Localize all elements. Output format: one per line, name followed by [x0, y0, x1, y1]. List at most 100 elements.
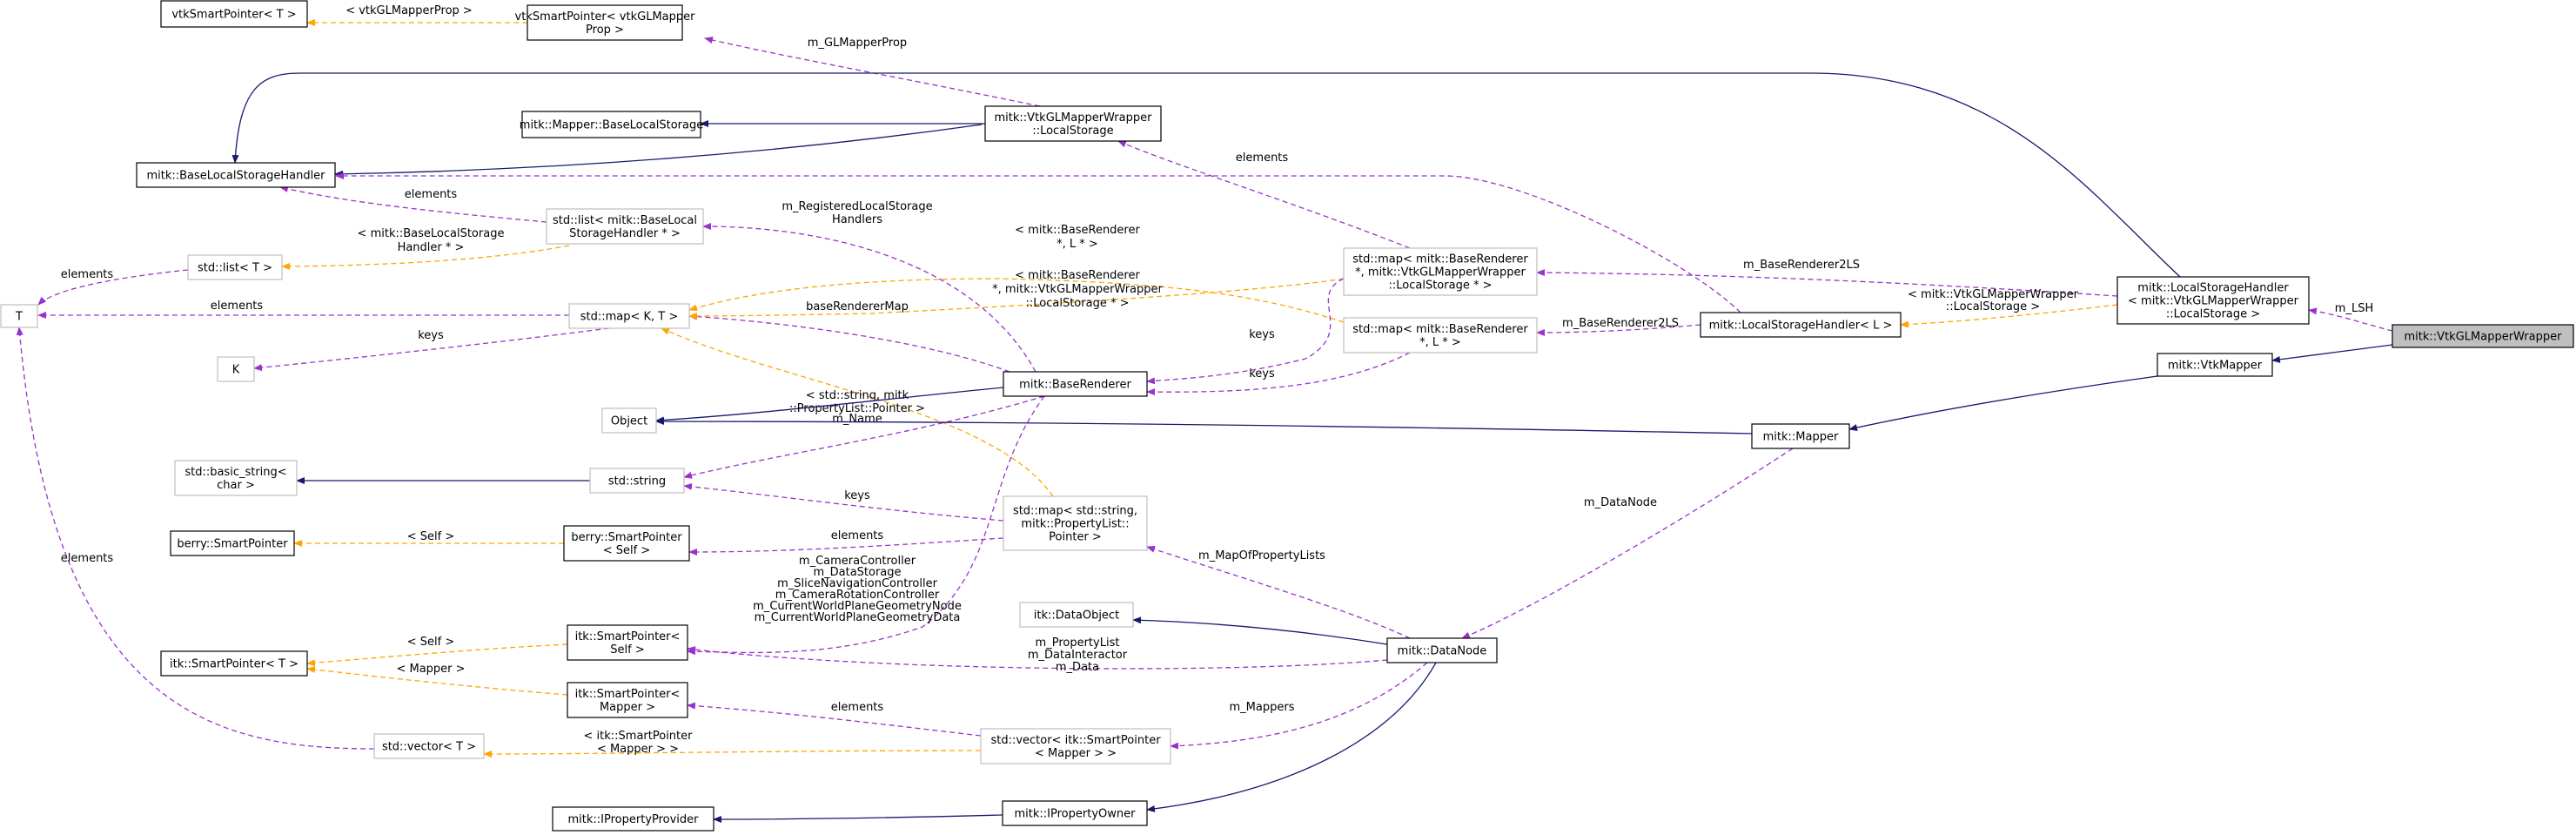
class-node-baserenderer[interactable]: mitk::BaseRenderer: [1003, 371, 1148, 397]
class-node-itkspmapper[interactable]: itk::SmartPointer<Mapper >: [567, 682, 688, 718]
class-node-mapstrprop[interactable]: std::map< std::string,mitk::PropertyList…: [1003, 495, 1148, 551]
class-node-mapperbls[interactable]: mitk::Mapper::BaseLocalStorage: [520, 111, 703, 138]
edge-label: m_CameraController: [799, 555, 916, 568]
edge-line: [1132, 616, 1388, 645]
edge-label: m_BaseRenderer2LS: [1562, 317, 1679, 330]
class-node-listt[interactable]: std::list< T >: [187, 254, 283, 280]
edge-line: [1146, 278, 1345, 385]
class-node-mapbrwrapper[interactable]: std::map< mitk::BaseRenderer*, mitk::Vtk…: [1343, 247, 1538, 296]
edge-line: [683, 482, 1004, 522]
edge-label: < mitk::BaseLocalStorage: [358, 227, 505, 240]
edge-e-ctrl: m_CameraControllerm_DataStoragem_SliceNa…: [687, 395, 1045, 656]
edge-line: [683, 395, 1045, 479]
edge-label: elements: [61, 268, 114, 281]
edge-label: < std::string, mitk: [806, 389, 909, 402]
edge-line: [281, 245, 570, 270]
class-node-listblsh[interactable]: std::list< mitk::BaseLocalStorageHandler…: [546, 208, 704, 245]
class-node-baselsh[interactable]: mitk::BaseLocalStorageHandler: [136, 162, 336, 188]
class-node-mapbrl[interactable]: std::map< mitk::BaseRenderer*, L * >: [1343, 317, 1538, 354]
edge-e-berry-tmpl: < Self >: [293, 530, 565, 547]
edge-e-vec-T: elements: [16, 327, 375, 750]
node-box: [527, 4, 683, 41]
class-node-mapkt[interactable]: std::map< K, T >: [568, 303, 690, 329]
edge-e-elem-vec: elements: [687, 701, 982, 737]
edge-line: [713, 814, 1003, 823]
edge-label: m_DataNode: [1584, 496, 1657, 509]
class-node-datanode[interactable]: mitk::DataNode: [1386, 637, 1498, 663]
edge-e-listtempl: < mitk::BaseLocalStorageHandler * >: [281, 227, 570, 270]
class-node-vtksp-t[interactable]: vtkSmartPointer< T >: [160, 0, 308, 28]
class-node-vtkglmw[interactable]: mitk::VtkGLMapperWrapper: [2392, 324, 2574, 348]
class-node-wrapperls[interactable]: mitk::VtkGLMapperWrapper::LocalStorage: [984, 105, 1162, 142]
edge-e-br2ls-2: m_BaseRenderer2LS: [1536, 317, 1701, 336]
edge-label: < mitk::VtkGLMapperWrapper: [1908, 288, 2079, 301]
node-box: [567, 624, 688, 661]
node-label: std::map< std::string,: [1013, 505, 1137, 518]
edge-e-mapper-obj: [655, 418, 1753, 434]
edge-label: m_CameraRotationController: [775, 589, 940, 602]
class-node-vtkmapper[interactable]: mitk::VtkMapper: [2157, 353, 2273, 377]
edge-label: m_PropertyList: [1036, 636, 1120, 650]
edge-line: [335, 172, 1741, 313]
edge-line: [1146, 662, 1437, 812]
class-node-lshl[interactable]: mitk::LocalStorageHandler< L >: [1700, 312, 1902, 338]
class-node-itkspself[interactable]: itk::SmartPointer<Self >: [567, 624, 688, 661]
edge-label: < Mapper >: [396, 663, 465, 676]
class-node-vectoritksp[interactable]: std::vector< itk::SmartPointer< Mapper >…: [980, 728, 1171, 764]
edge-e-dataobj: [1132, 616, 1388, 645]
node-box: [567, 682, 688, 718]
edge-line: [37, 269, 189, 306]
class-node-k[interactable]: K: [217, 356, 255, 382]
edge-label: keys: [844, 489, 870, 502]
class-node-propprovider[interactable]: mitk::IPropertyProvider: [552, 806, 714, 832]
node-label: Pointer >: [1049, 531, 1102, 544]
node-label: std::basic_string<: [184, 466, 286, 479]
class-node-t[interactable]: T: [0, 304, 38, 328]
class-node-lshwrapper[interactable]: mitk::LocalStorageHandler< mitk::VtkGLMa…: [2116, 276, 2310, 325]
edge-e-brmap: baseRendererMap: [688, 300, 1010, 373]
edge-label: < Self >: [407, 636, 455, 649]
edge-label: elements: [831, 701, 884, 714]
node-label: std::map< K, T >: [580, 311, 679, 324]
class-node-dataobject[interactable]: itk::DataObject: [1019, 602, 1134, 628]
class-node-vtksp-prop[interactable]: vtkSmartPointer< vtkGLMapperProp >: [515, 4, 696, 41]
node-label: < Self >: [603, 544, 651, 557]
node-label: T: [15, 311, 23, 324]
node-box: [1019, 602, 1134, 628]
edge-label: Handler * >: [398, 241, 465, 254]
class-node-mapper[interactable]: mitk::Mapper: [1751, 423, 1850, 449]
node-box: [1386, 637, 1498, 663]
edge-e-lsh: m_LSH: [2308, 302, 2393, 332]
edge-e-elem1: elements: [279, 185, 547, 223]
node-box: [984, 105, 1162, 142]
class-node-propowner[interactable]: mitk::IPropertyOwner: [1002, 800, 1148, 826]
class-node-berryspself[interactable]: berry::SmartPointer< Self >: [563, 525, 690, 562]
edge-label: elements: [61, 552, 114, 565]
edge-label: *, L * >: [1057, 238, 1098, 251]
edge-e-datanode: m_DataNode: [1461, 448, 1794, 639]
node-box: [174, 460, 298, 496]
node-label: vtkSmartPointer< vtkGLMapper: [515, 10, 696, 24]
edge-e-obj: [655, 387, 1004, 424]
edge-e-elem2: [335, 172, 1741, 313]
edge-line: [334, 124, 983, 178]
edge-label: m_Name: [832, 413, 882, 426]
class-node-vectort[interactable]: std::vector< T >: [373, 733, 485, 759]
node-label: ::LocalStorage: [1032, 125, 1113, 138]
edge-label: m_SliceNavigationController: [777, 577, 938, 590]
edge-line: [253, 327, 610, 372]
edge-line: [687, 702, 982, 737]
class-node-object[interactable]: Object: [601, 407, 657, 434]
node-box: [160, 650, 308, 677]
edge-label: Handlers: [832, 213, 882, 226]
edge-label: m_MapOfPropertyLists: [1198, 549, 1325, 562]
node-label: itk::DataObject: [1034, 609, 1119, 623]
edge-e-mappers: m_Mappers: [1170, 662, 1428, 750]
edge-label: ::LocalStorage >: [1946, 300, 2040, 313]
class-node-basicstring[interactable]: std::basic_string<char >: [174, 460, 298, 496]
class-node-stdstring[interactable]: std::string: [589, 468, 685, 494]
class-node-berryspt[interactable]: berry::SmartPointer: [170, 530, 295, 556]
node-label: mitk::VtkMapper: [2168, 360, 2263, 373]
class-node-itkspt[interactable]: itk::SmartPointer< T >: [160, 650, 308, 677]
edge-label: ::LocalStorage * >: [1026, 297, 1130, 310]
